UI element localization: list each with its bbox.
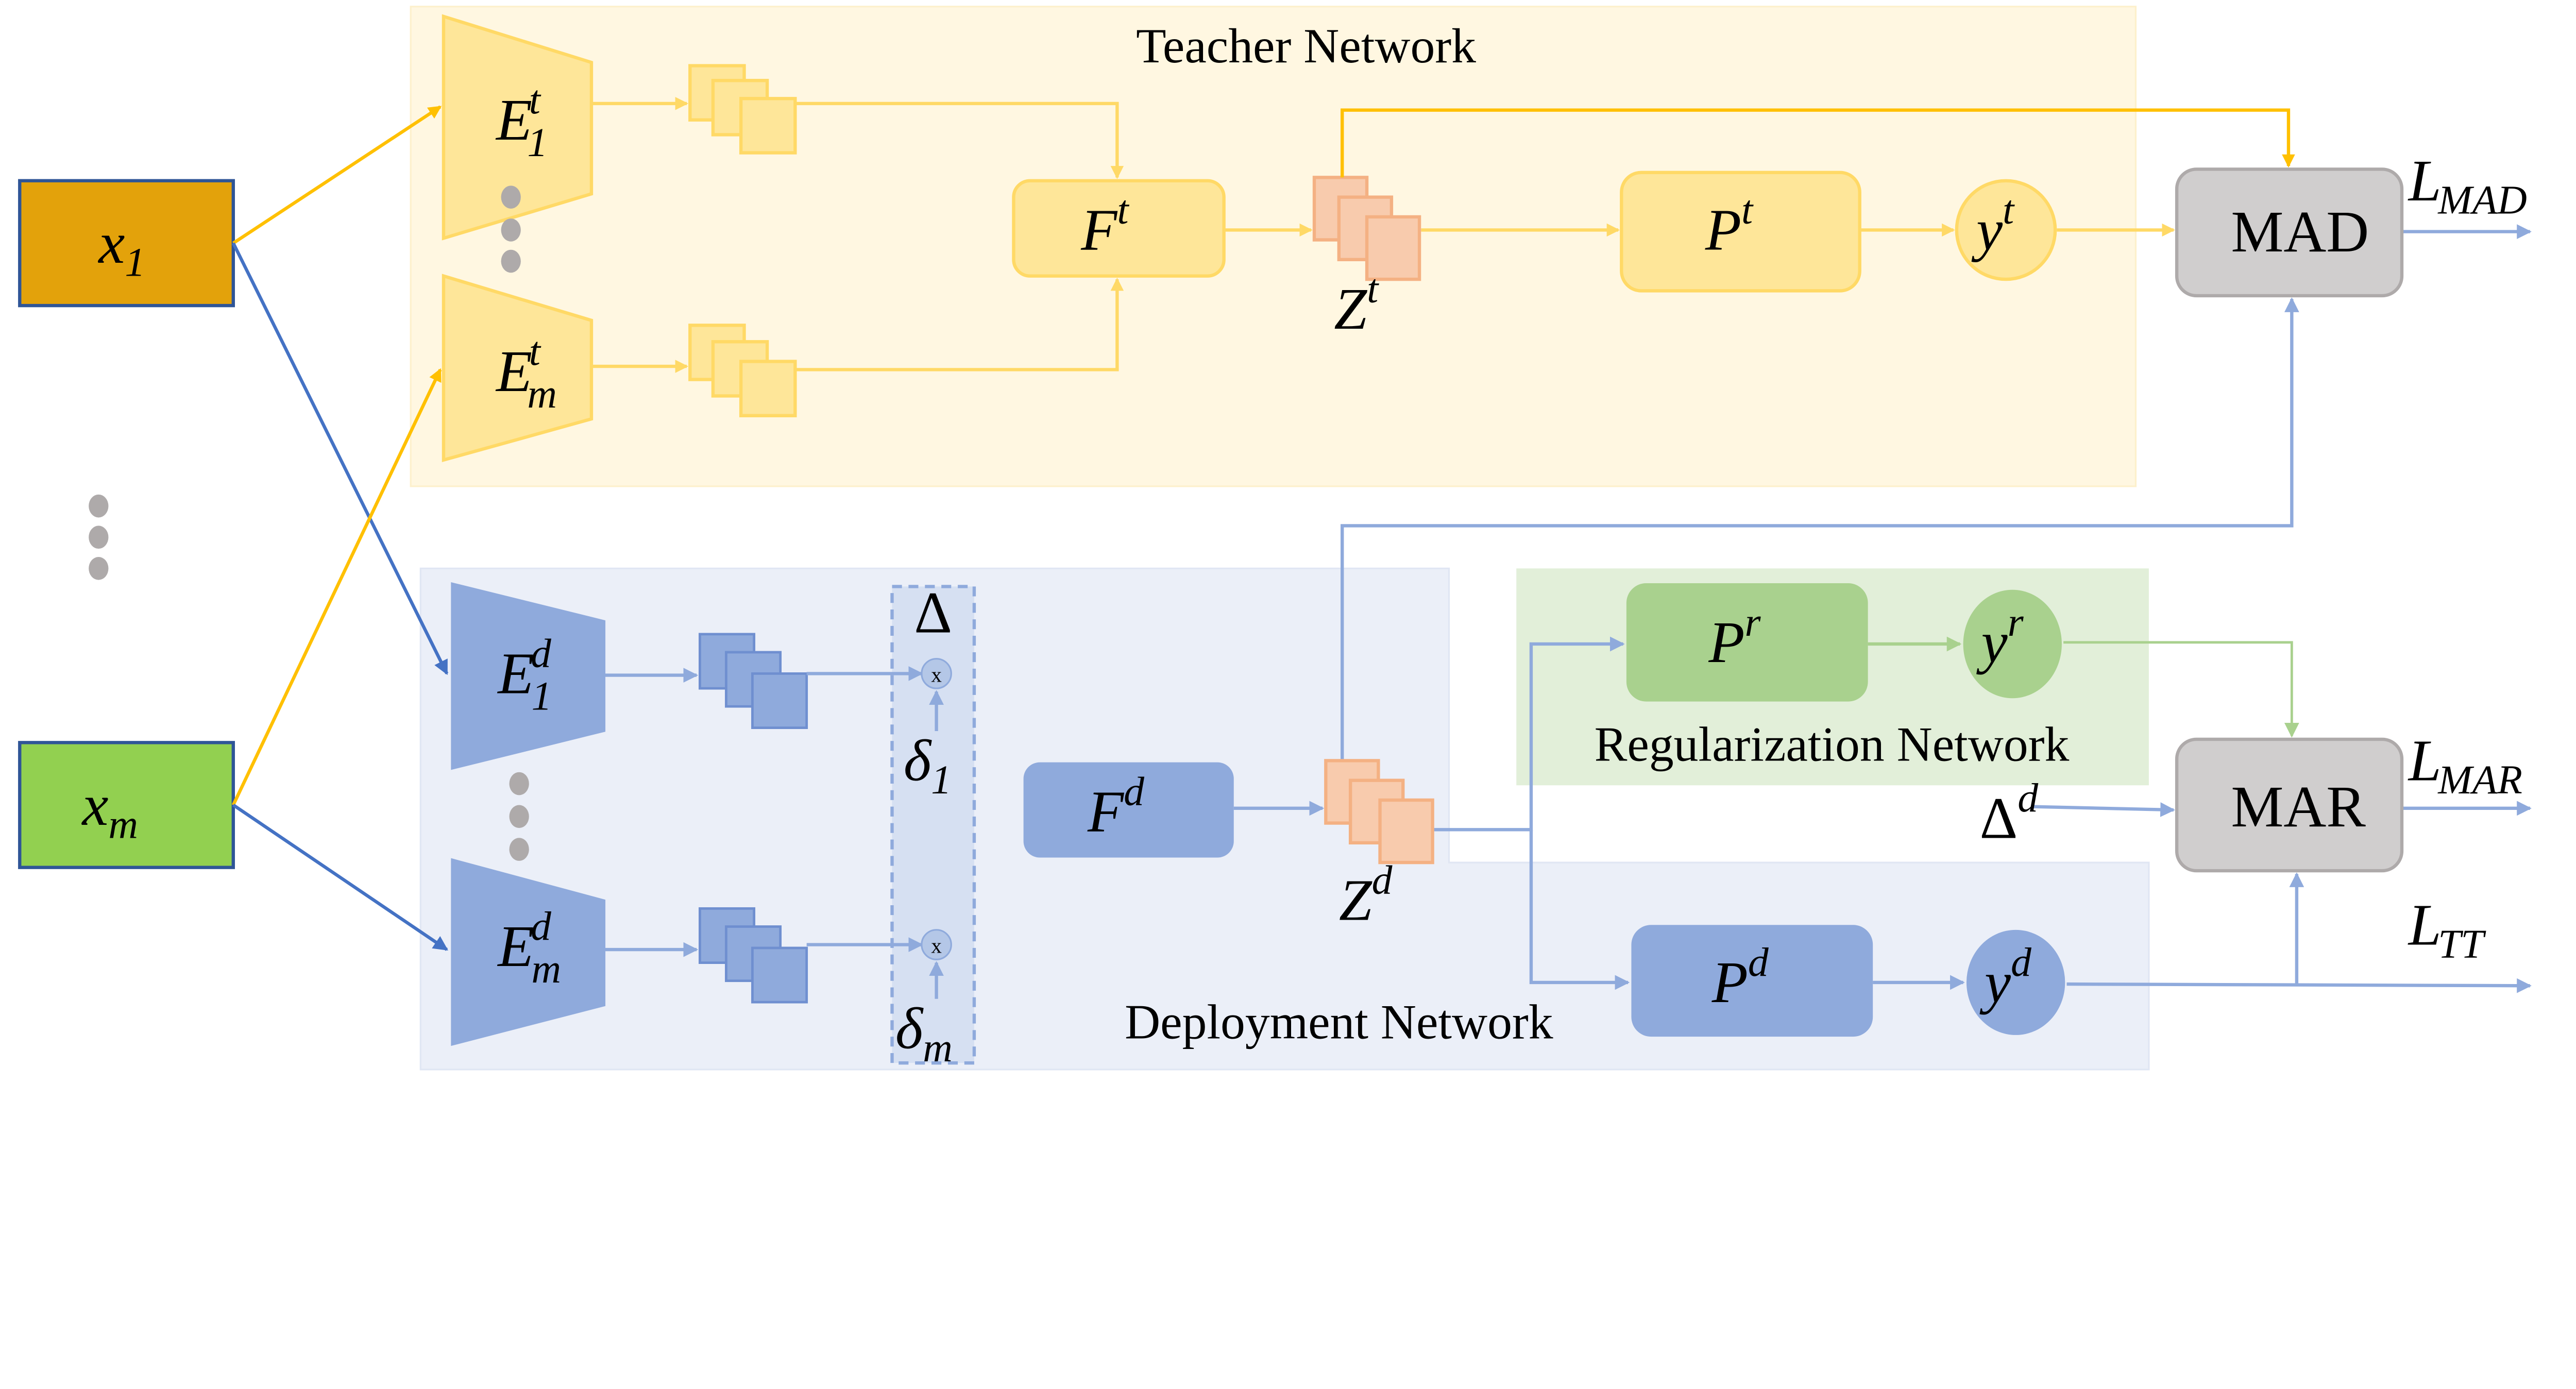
teacher-predictor-label: Pt — [1705, 188, 1754, 263]
delta-d-label: Δd — [1979, 775, 2039, 851]
edge-x1-to-deploy — [231, 242, 449, 675]
reg-predictor-label: Pr — [1708, 600, 1761, 675]
deploy-predictor-label: Pd — [1711, 940, 1769, 1015]
input-xm-label: xm — [81, 772, 138, 848]
teacher-network-region — [410, 6, 2137, 487]
ellipsis-dots-icon — [509, 772, 529, 861]
deploy-fusion-block — [1023, 762, 1234, 858]
ellipsis-dots-icon — [89, 494, 109, 580]
teacher-encoder-m — [442, 274, 594, 463]
mad-block — [2175, 167, 2404, 298]
svg-text:x: x — [931, 663, 942, 686]
reg-output-label: yr — [1976, 600, 2024, 675]
delta-label: Δ — [914, 580, 952, 646]
reg-predictor-block — [1626, 583, 1868, 702]
teacher-feature-stack-m — [688, 324, 797, 417]
teacher-network-title: Teacher Network — [1136, 19, 1476, 73]
input-x1-label: x1 — [97, 210, 145, 285]
edge-xm-to-teacher — [231, 368, 442, 806]
delta-1-label: δ1 — [904, 728, 952, 803]
teacher-feature-stack-1 — [688, 64, 797, 155]
deploy-fusion-label: Fd — [1087, 769, 1145, 844]
edge-reg-output-to-mar — [2063, 641, 2299, 738]
regularization-network-title: Regularization Network — [1595, 717, 2070, 771]
deploy-output — [1966, 929, 2065, 1035]
multiply-icon: x — [921, 658, 952, 689]
multiply-icon: x — [921, 929, 952, 960]
edge-x1-to-teacher — [232, 105, 442, 245]
deploy-latent-stack — [1324, 759, 1434, 865]
teacher-output-label: yt — [1971, 188, 2015, 263]
loss-mar-label: LMAR — [2408, 728, 2522, 803]
delta-m-label: δm — [895, 995, 953, 1071]
deploy-feature-stack-m — [699, 907, 808, 1004]
loss-mad-label: LMAD — [2408, 148, 2527, 223]
loss-tt-label: LTT — [2408, 892, 2487, 968]
mad-label: MAD — [2231, 199, 2369, 264]
teacher-fusion-block — [1012, 179, 1226, 278]
input-xm — [18, 741, 235, 869]
reg-output — [1963, 589, 2062, 699]
edge — [1529, 829, 1630, 990]
edge — [795, 101, 1124, 179]
edge — [1432, 636, 1625, 832]
deploy-encoder-1 — [451, 582, 606, 770]
teacher-output — [1955, 179, 2057, 281]
mar-label: MAR — [2231, 774, 2366, 839]
deploy-latent-label: Zd — [1339, 858, 1393, 933]
edge — [795, 277, 1124, 371]
mar-block — [2175, 737, 2404, 873]
architecture-diagram: Teacher Network Deployment Network Regul… — [18, 6, 2532, 1071]
teacher-fusion-label: Ft — [1080, 188, 1129, 263]
deploy-feature-stack-1 — [699, 633, 808, 730]
modality-mask-column — [890, 585, 976, 1065]
edge-xm-to-deploy — [232, 803, 448, 951]
edge-delta-to-mar — [2033, 802, 2175, 817]
teacher-latent-stack — [1312, 176, 1421, 281]
svg-text:x: x — [931, 934, 942, 957]
input-x1 — [18, 179, 235, 308]
edge-teacher-latent-to-mad — [1341, 108, 2295, 178]
teacher-latent-label: Zt — [1334, 266, 1379, 342]
teacher-predictor-block — [1620, 171, 1861, 293]
ellipsis-dots-icon — [501, 185, 521, 273]
teacher-encoder-1 — [442, 14, 594, 241]
deploy-encoder-m — [451, 858, 606, 1046]
deploy-predictor-block — [1631, 925, 1873, 1037]
deploy-output-label: yd — [1979, 940, 2032, 1015]
deployment-network-title: Deployment Network — [1125, 994, 1553, 1049]
edge-deploy-latent-to-mad — [1341, 297, 2299, 761]
